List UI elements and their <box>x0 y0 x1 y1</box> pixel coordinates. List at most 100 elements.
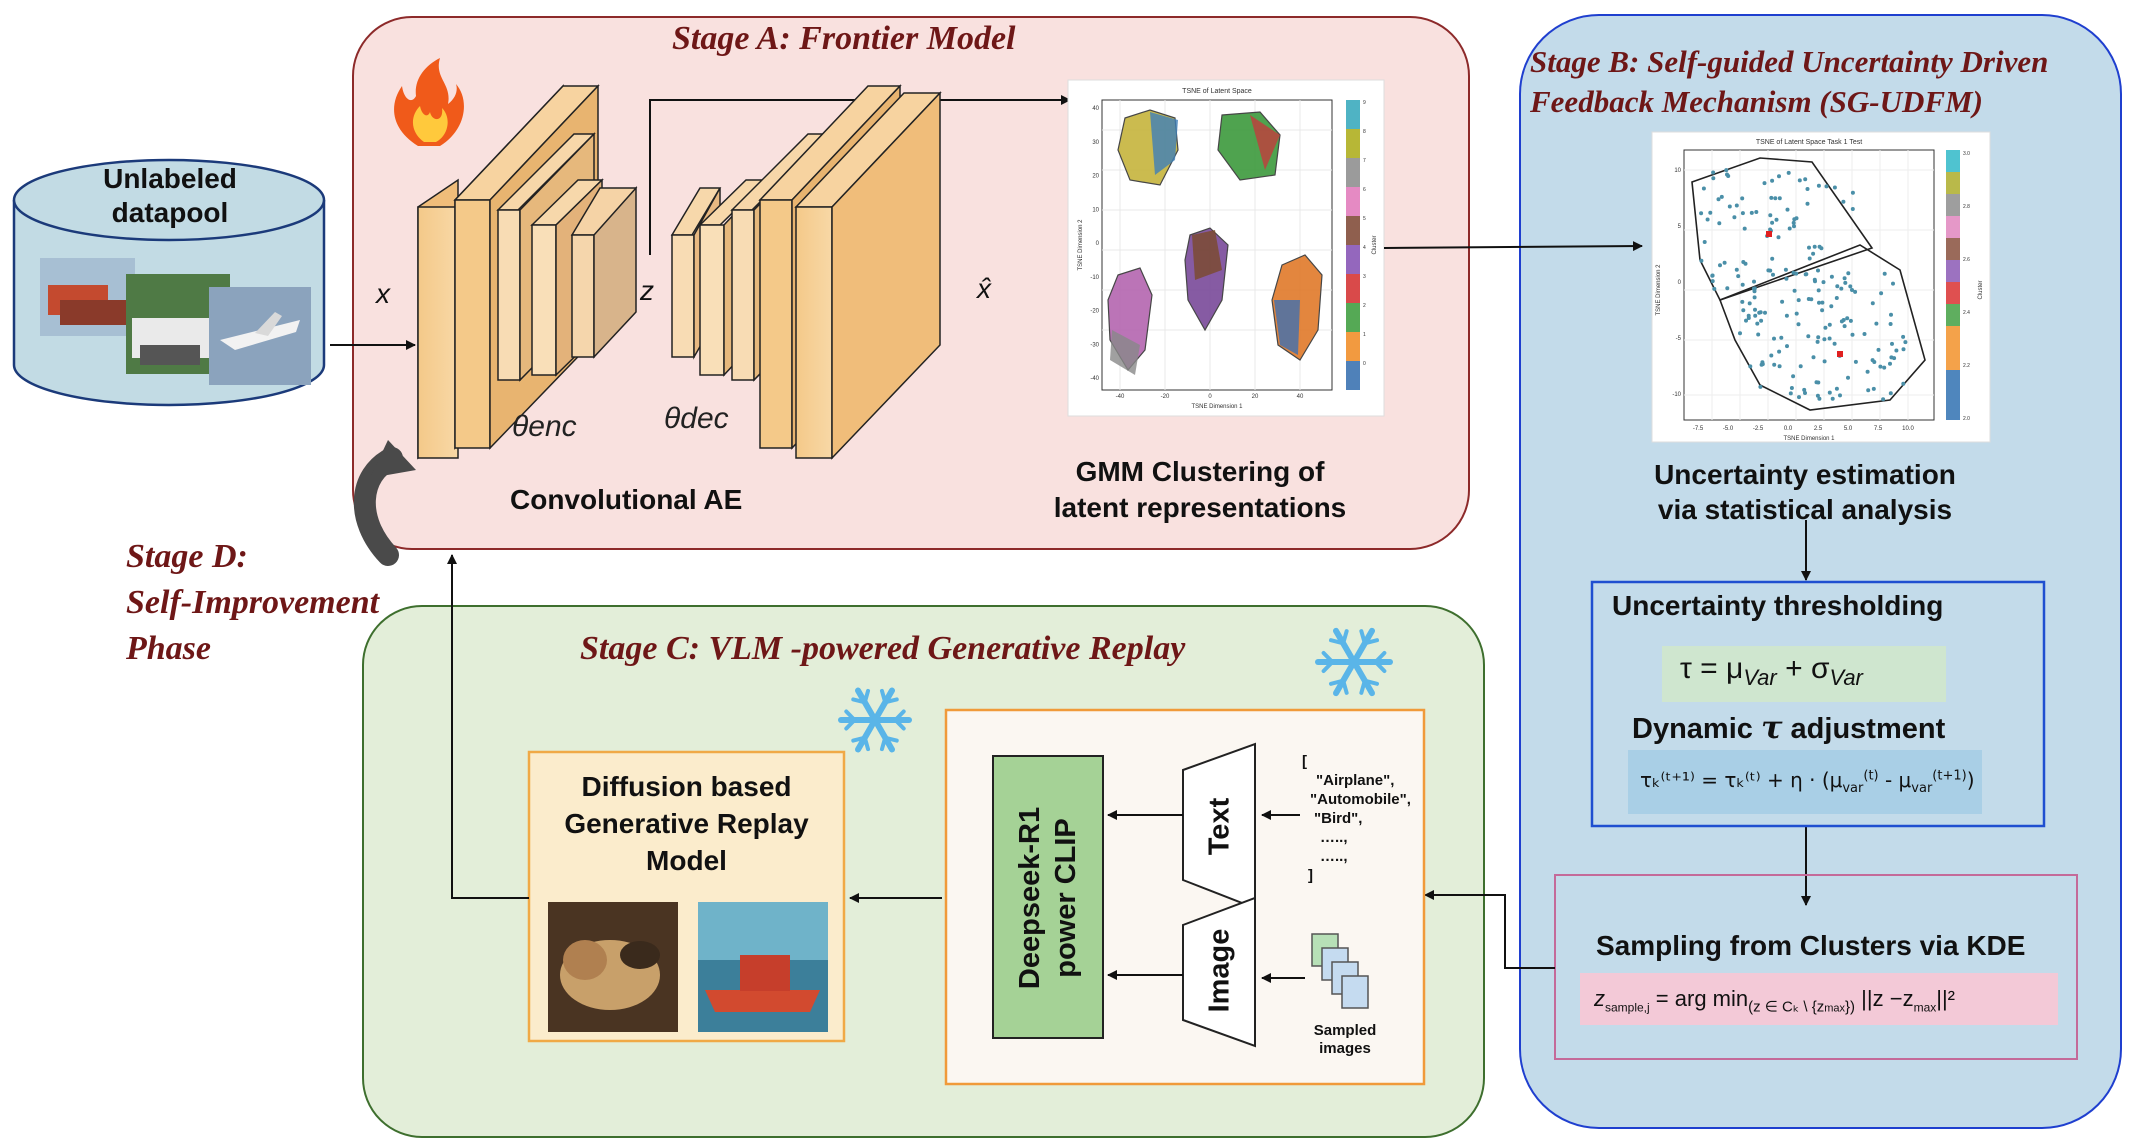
sampling-box <box>1554 874 2078 1060</box>
scatter-point <box>1853 289 1858 294</box>
dyn-title-part2: adjustment <box>1782 713 1946 745</box>
scatter-point <box>1758 384 1763 389</box>
stage-a-title: Stage A: Frontier Model <box>672 20 1016 57</box>
scatter-point <box>1747 301 1752 306</box>
sampled-images-label: Sampled images <box>1300 1022 1390 1058</box>
stage-a-tsne-xlabel: TSNE Dimension 1 <box>1191 404 1243 410</box>
clip-line2: power CLIP <box>1050 818 1082 978</box>
scatter-point <box>1734 267 1739 272</box>
image-encoder-label: Image <box>1203 928 1236 1013</box>
upd-close: ) <box>1966 768 1975 792</box>
clip-line1: Deepseek-R1 <box>1014 806 1046 990</box>
class-list-item: ….., <box>1320 829 1348 846</box>
tsne-ctick: 7 <box>1363 158 1366 164</box>
class-list-item: [ <box>1302 753 1307 770</box>
scatter-point <box>1796 322 1801 327</box>
scatter-point <box>1738 331 1742 336</box>
snowflake-stroke <box>1333 659 1357 697</box>
scatter-point <box>1753 307 1757 312</box>
tsne-xtick: 20 <box>1252 394 1259 400</box>
threshold-title: Uncertainty thresholding <box>1612 590 1944 621</box>
stage-a-tsne-cbar-label: Cluster <box>1372 235 1378 254</box>
clip-box <box>992 755 1104 1039</box>
scatter-point <box>1757 310 1762 315</box>
stage-b-tsne-plot: TSNE of Latent Space Task 1 Test TSNE Di… <box>1651 131 1991 443</box>
tsne-xtick: -7.5 <box>1693 426 1704 432</box>
scatter-point <box>1741 308 1746 313</box>
scatter-point <box>1835 284 1840 289</box>
tsne-ytick: 0 <box>1096 241 1100 247</box>
tsne-ctick: 2.2 <box>1963 363 1970 369</box>
upd-sup2: (t+1) <box>1932 768 1967 784</box>
scatter-point <box>1710 279 1715 284</box>
datapool-images <box>40 258 311 385</box>
scatter-point <box>1813 279 1817 284</box>
sampling-equation: zsample,j = arg min(z ∈ Cₖ \ {zmax}) ||z… <box>1594 986 1955 1015</box>
scatter-point <box>1751 286 1756 291</box>
datapool-line1: Unlabeled <box>103 163 237 194</box>
snowflake-stroke <box>1333 627 1357 665</box>
scatter-point <box>1816 380 1821 385</box>
scatter-point <box>1874 321 1879 326</box>
scatter-point <box>1890 341 1894 346</box>
snowflake-stroke <box>883 735 899 743</box>
tsne-ctick: 0 <box>1363 361 1366 367</box>
scatter-point <box>1850 332 1855 337</box>
scatter-point <box>1846 375 1850 380</box>
scatter-point <box>1794 271 1799 276</box>
sampled-images-stack <box>1311 933 1369 1009</box>
gmm-line2: latent representations <box>1053 492 1347 523</box>
scatter-point <box>1817 396 1822 401</box>
scatter-point <box>1822 359 1827 364</box>
scatter-point <box>1802 387 1807 392</box>
class-list-item: "Airplane", <box>1316 772 1395 789</box>
samp-sub3: max <box>1824 1002 1846 1015</box>
scatter-point <box>1763 310 1767 315</box>
scatter-point <box>1699 258 1704 263</box>
tsne-ctick: 1 <box>1363 332 1366 338</box>
scatter-point <box>1812 244 1817 249</box>
scatter-point <box>1770 178 1775 183</box>
image-encoder-shape <box>1182 896 1256 1048</box>
scatter-point <box>1752 279 1756 284</box>
tsne-ytick: 20 <box>1092 174 1099 180</box>
theta-enc-label: θenc <box>512 410 577 443</box>
upd-sup1: (t) <box>1863 768 1879 784</box>
scatter-point <box>1784 276 1789 281</box>
stage-b-tsne-title: TSNE of Latent Space Task 1 Test <box>1756 139 1862 146</box>
scatter-point <box>1754 210 1759 214</box>
tsne-xtick: -40 <box>1116 394 1125 400</box>
scatter-point <box>1889 355 1894 360</box>
tsne-xtick: -2.5 <box>1753 426 1764 432</box>
scatter-point <box>1850 207 1855 211</box>
scatter-point <box>1786 170 1791 175</box>
scatter-point <box>1822 337 1827 342</box>
uncertainty-estimation-label: Uncertainty estimation via statistical a… <box>1620 457 1990 527</box>
snowflake-stroke <box>1321 650 1335 664</box>
threshold-box <box>1590 580 2046 828</box>
scatter-point <box>1824 184 1829 189</box>
scatter-point <box>1797 395 1801 400</box>
scatter-point <box>1766 268 1771 273</box>
upd-main: τₖ⁽ᵗ⁺¹⁾ = τₖ⁽ᵗ⁾ + η · (μ <box>1640 768 1843 792</box>
tsne-xtick: 0.0 <box>1784 426 1793 432</box>
scatter-point <box>1888 322 1893 326</box>
scatter-point <box>1752 295 1757 300</box>
scatter-point <box>1753 313 1758 318</box>
scatter-point <box>1772 362 1777 367</box>
scatter-point <box>1845 316 1850 321</box>
scatter-point <box>1870 301 1875 306</box>
scatter-point <box>1792 288 1797 293</box>
tsne-ytick: 30 <box>1092 140 1099 146</box>
samp-sub5: max <box>1913 1000 1937 1015</box>
snowflake-stroke <box>1341 678 1349 695</box>
class-list-item: ….., <box>1320 848 1348 865</box>
scatter-point <box>1702 240 1707 244</box>
scatter-point <box>1842 324 1847 329</box>
tsne-ytick: -40 <box>1090 376 1099 382</box>
scatter-point <box>1809 297 1814 302</box>
scatter-point <box>1727 204 1732 209</box>
scatter-point <box>1848 284 1853 289</box>
tsne-ctick: 8 <box>1363 129 1366 135</box>
